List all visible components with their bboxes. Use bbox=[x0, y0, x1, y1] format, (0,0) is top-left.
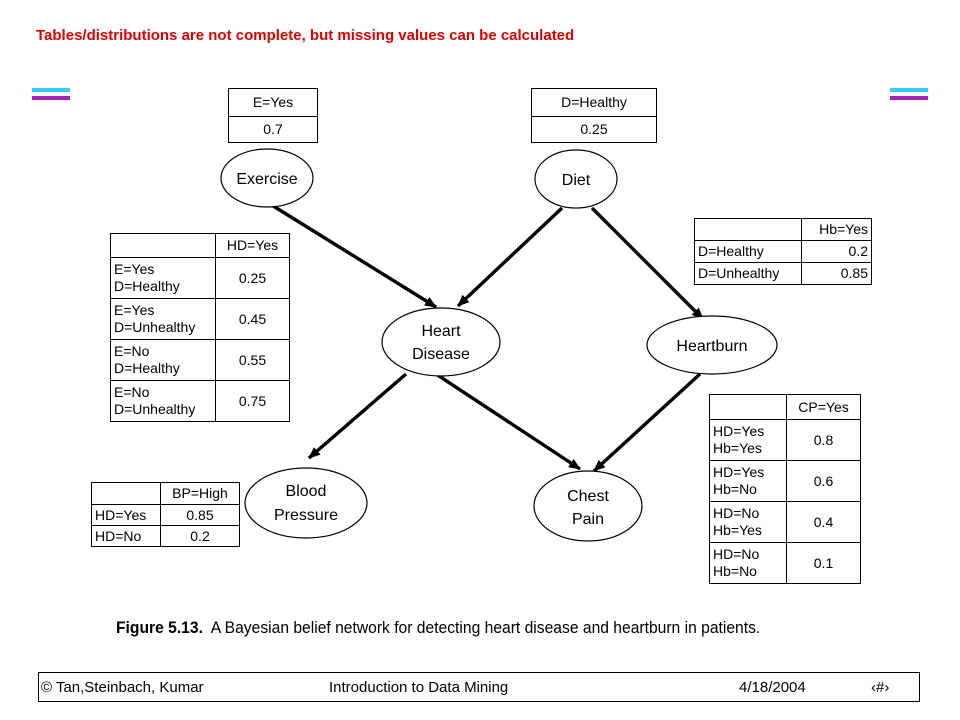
cpt-heart-disease-value: 0.45 bbox=[215, 298, 290, 340]
cpt-chest-pain-value: 0.4 bbox=[786, 501, 861, 543]
edge-diet-heart-disease bbox=[456, 206, 564, 308]
edge-heart-disease-chest-pain bbox=[435, 372, 581, 471]
cpt-diet-value: 0.25 bbox=[531, 116, 657, 143]
edge-diet-heartburn bbox=[590, 206, 705, 321]
cpt-blood-pressure-header: BP=High bbox=[160, 482, 240, 505]
cpt-exercise-header: E=Yes bbox=[228, 88, 318, 117]
figure-caption-label: Figure 5.13. bbox=[116, 618, 203, 637]
cpt-heartburn-value: 0.85 bbox=[801, 262, 872, 285]
cpt-exercise: E=Yes 0.7 bbox=[228, 88, 318, 143]
edge-heart-disease-blood-pressure bbox=[307, 372, 408, 460]
cpt-chest-pain-corner bbox=[709, 394, 787, 420]
node-blood-pressure-label-line2: Pressure bbox=[274, 507, 338, 524]
node-chest-pain-label-line1: Chest bbox=[567, 488, 609, 505]
cpt-blood-pressure-cond: HD=Yes bbox=[91, 504, 161, 526]
node-heart-disease: Heart Disease bbox=[381, 307, 501, 377]
cpt-blood-pressure-corner bbox=[91, 482, 161, 505]
cpt-heart-disease-value: 0.75 bbox=[215, 380, 290, 422]
cpt-heart-disease-cond: E=No D=Unhealthy bbox=[110, 380, 216, 422]
cpt-heart-disease: HD=Yes E=Yes D=Healthy 0.25 E=Yes D=Unhe… bbox=[110, 233, 290, 422]
decorative-bars-left bbox=[32, 88, 70, 104]
cpt-blood-pressure-value: 0.85 bbox=[160, 504, 240, 526]
cpt-chest-pain-cond: HD=No Hb=No bbox=[709, 542, 787, 584]
footer-copyright: © Tan,Steinbach, Kumar bbox=[41, 679, 204, 696]
cpt-heartburn-value: 0.2 bbox=[801, 240, 872, 263]
cpt-chest-pain-value: 0.8 bbox=[786, 419, 861, 461]
cpt-chest-pain-value: 0.1 bbox=[786, 542, 861, 584]
footer-page-number: ‹#› bbox=[871, 679, 890, 696]
cpt-heart-disease-cond: E=Yes D=Unhealthy bbox=[110, 298, 216, 340]
cpt-diet: D=Healthy 0.25 bbox=[531, 88, 657, 143]
cpt-heart-disease-cond: E=Yes D=Healthy bbox=[110, 257, 216, 299]
cpt-blood-pressure-cond: HD=No bbox=[91, 525, 161, 547]
cpt-heartburn-header: Hb=Yes bbox=[801, 218, 872, 241]
node-chest-pain-label-line2: Pain bbox=[572, 511, 604, 528]
cpt-chest-pain: CP=Yes HD=Yes Hb=Yes 0.8 HD=Yes Hb=No 0.… bbox=[709, 394, 861, 584]
figure-caption: Figure 5.13. A Bayesian belief network f… bbox=[116, 618, 760, 638]
footer-course: Introduction to Data Mining bbox=[329, 679, 509, 696]
cpt-blood-pressure-value: 0.2 bbox=[160, 525, 240, 547]
edge-heartburn-chest-pain bbox=[592, 372, 702, 473]
node-chest-pain: Chest Pain bbox=[533, 470, 643, 542]
cpt-chest-pain-cond: HD=Yes Hb=Yes bbox=[709, 419, 787, 461]
cpt-heartburn-cond: D=Healthy bbox=[694, 240, 802, 263]
node-heart-disease-label-line1: Heart bbox=[421, 323, 461, 340]
cpt-chest-pain-cond: HD=No Hb=Yes bbox=[709, 501, 787, 543]
node-diet-label: Diet bbox=[562, 172, 591, 189]
cpt-heart-disease-cond: E=No D=Healthy bbox=[110, 339, 216, 381]
slide-title: Tables/distributions are not complete, b… bbox=[36, 27, 575, 44]
cpt-chest-pain-value: 0.6 bbox=[786, 460, 861, 502]
cpt-exercise-value: 0.7 bbox=[228, 116, 318, 143]
node-blood-pressure: Blood Pressure bbox=[244, 467, 368, 539]
node-diet: Diet bbox=[534, 149, 618, 209]
cpt-heartburn-cond: D=Unhealthy bbox=[694, 262, 802, 285]
node-heartburn: Heartburn bbox=[646, 315, 778, 375]
edge-exercise-heart-disease bbox=[269, 202, 437, 309]
slide-footer: © Tan,Steinbach, Kumar Introduction to D… bbox=[38, 672, 920, 702]
cpt-diet-header: D=Healthy bbox=[531, 88, 657, 117]
node-heartburn-label: Heartburn bbox=[676, 338, 747, 355]
decorative-bars-right bbox=[890, 88, 928, 104]
cpt-heartburn-corner bbox=[694, 218, 802, 241]
node-exercise: Exercise bbox=[220, 148, 314, 208]
node-blood-pressure-label-line1: Blood bbox=[286, 483, 327, 500]
figure-caption-text: A Bayesian belief network for detecting … bbox=[210, 618, 761, 637]
cpt-heart-disease-header: HD=Yes bbox=[215, 233, 290, 258]
node-exercise-label: Exercise bbox=[236, 171, 297, 188]
cpt-heart-disease-value: 0.55 bbox=[215, 339, 290, 381]
cpt-chest-pain-cond: HD=Yes Hb=No bbox=[709, 460, 787, 502]
cpt-heartburn: Hb=Yes D=Healthy 0.2 D=Unhealthy 0.85 bbox=[694, 218, 872, 285]
cpt-heart-disease-value: 0.25 bbox=[215, 257, 290, 299]
footer-date: 4/18/2004 bbox=[739, 679, 806, 696]
cpt-blood-pressure: BP=High HD=Yes 0.85 HD=No 0.2 bbox=[91, 482, 240, 547]
node-heart-disease-label-line2: Disease bbox=[412, 346, 470, 363]
cpt-chest-pain-header: CP=Yes bbox=[786, 394, 861, 420]
cpt-heart-disease-corner bbox=[110, 233, 216, 258]
